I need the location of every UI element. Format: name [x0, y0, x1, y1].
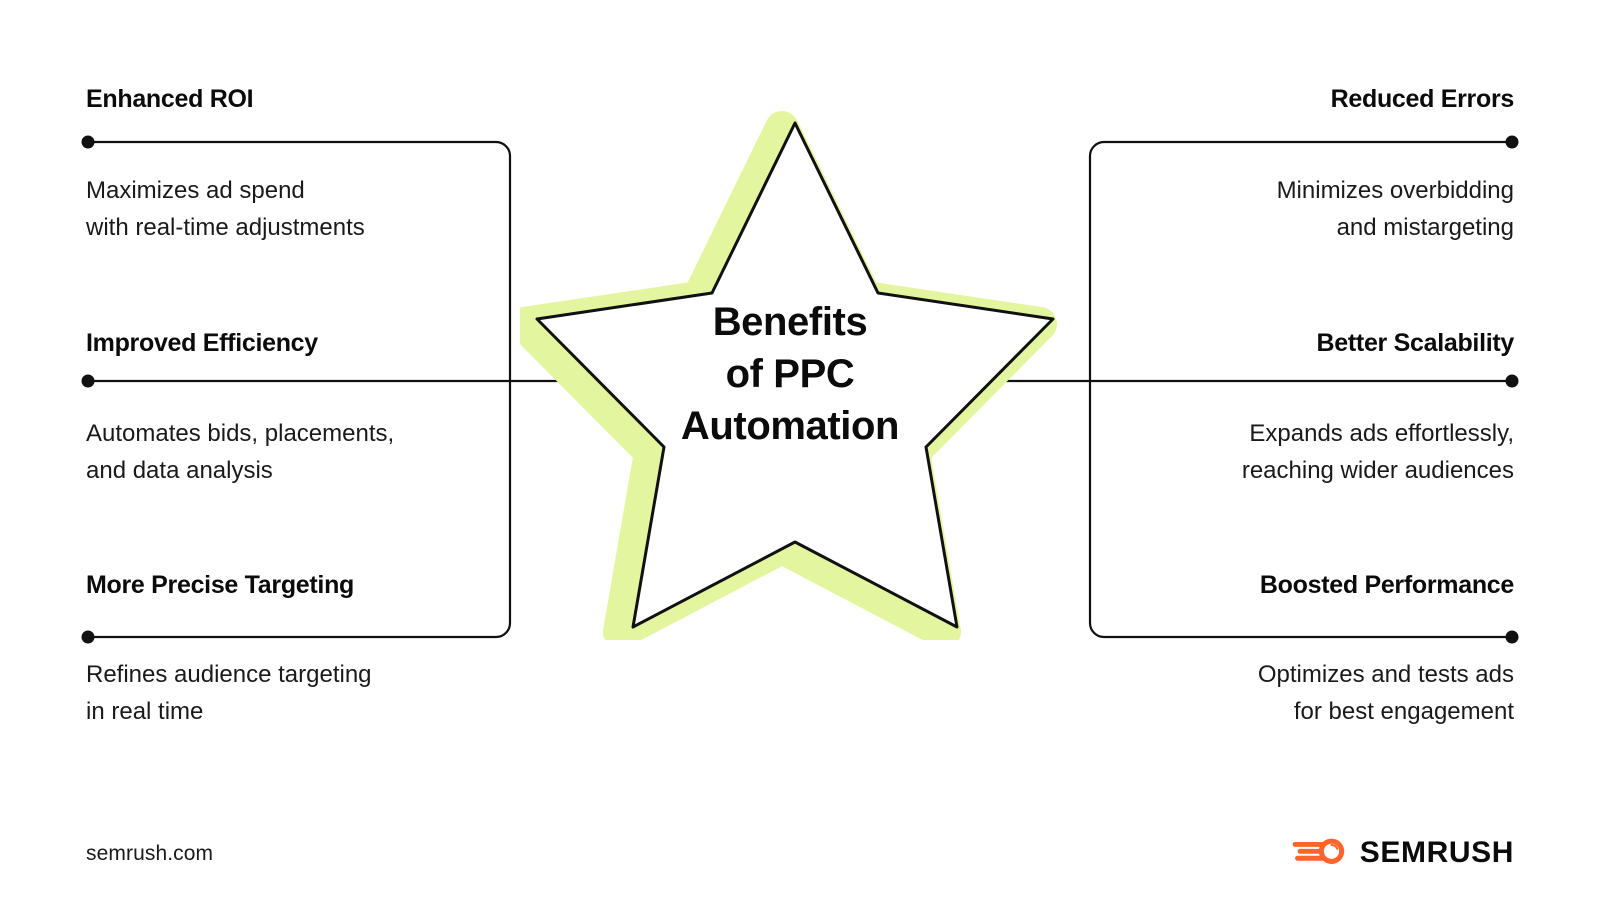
center-title-line-3: Automation: [680, 404, 900, 448]
benefit-title-boosted-performance: Boosted Performance: [1259, 571, 1514, 599]
benefit-desc-enhanced-roi: Maximizes ad spend with real-time adjust…: [86, 172, 516, 246]
benefit-desc-line: in real time: [86, 698, 204, 726]
center-title: Benefits of PPC Automation: [520, 296, 1060, 452]
left-node-dot-2: [81, 374, 95, 388]
benefit-desc-line: Maximizes ad spend: [86, 177, 305, 204]
benefit-desc-boosted-performance: Optimizes and tests ads for best engagem…: [1084, 656, 1514, 730]
benefit-desc-reduced-errors: Minimizes overbidding and mistargeting: [1084, 172, 1514, 246]
center-title-line-2: of PPC: [725, 352, 855, 396]
source-url-label: semrush.com: [86, 842, 214, 865]
benefit-desc-more-precise-targeting: Refines audience targeting in real time: [86, 656, 516, 730]
benefit-desc-improved-efficiency: Automates bids, placements, and data ana…: [86, 415, 516, 489]
benefit-desc-line: and mistargeting: [1336, 214, 1514, 242]
benefit-title-more-precise-targeting: More Precise Targeting: [86, 571, 355, 599]
benefit-title-improved-efficiency: Improved Efficiency: [86, 329, 318, 357]
benefit-desc-line: Optimizes and tests ads: [1257, 661, 1514, 688]
benefit-desc-line: for best engagement: [1293, 698, 1514, 726]
benefit-desc-line: and data analysis: [86, 457, 273, 485]
left-node-dot-3: [81, 630, 95, 644]
semrush-wordmark: SEMRUSH: [1359, 836, 1514, 869]
benefit-desc-better-scalability: Expands ads effortlessly, reaching wider…: [1084, 415, 1514, 489]
semrush-logo: SEMRUSH: [1291, 836, 1514, 870]
benefit-desc-line: reaching wider audiences: [1241, 457, 1514, 485]
left-node-dot-1: [81, 135, 95, 149]
right-node-dot-2: [1505, 374, 1519, 388]
benefit-desc-line: Refines audience targeting: [86, 661, 372, 688]
benefit-desc-line: Automates bids, placements,: [86, 420, 395, 447]
center-star-graphic: Benefits of PPC Automation: [520, 100, 1060, 640]
benefit-title-enhanced-roi: Enhanced ROI: [86, 85, 254, 113]
benefit-desc-line: Minimizes overbidding: [1276, 177, 1514, 204]
semrush-comet-icon: [1292, 838, 1344, 864]
benefit-title-reduced-errors: Reduced Errors: [1330, 85, 1515, 113]
center-title-line-1: Benefits: [712, 300, 868, 344]
right-node-dot-3: [1505, 630, 1519, 644]
right-node-dot-1: [1505, 135, 1519, 149]
benefit-desc-line: Expands ads effortlessly,: [1249, 420, 1514, 447]
benefit-title-better-scalability: Better Scalability: [1316, 329, 1515, 357]
star-outline-shape: [535, 121, 1055, 629]
benefit-desc-line: with real-time adjustments: [86, 214, 365, 242]
